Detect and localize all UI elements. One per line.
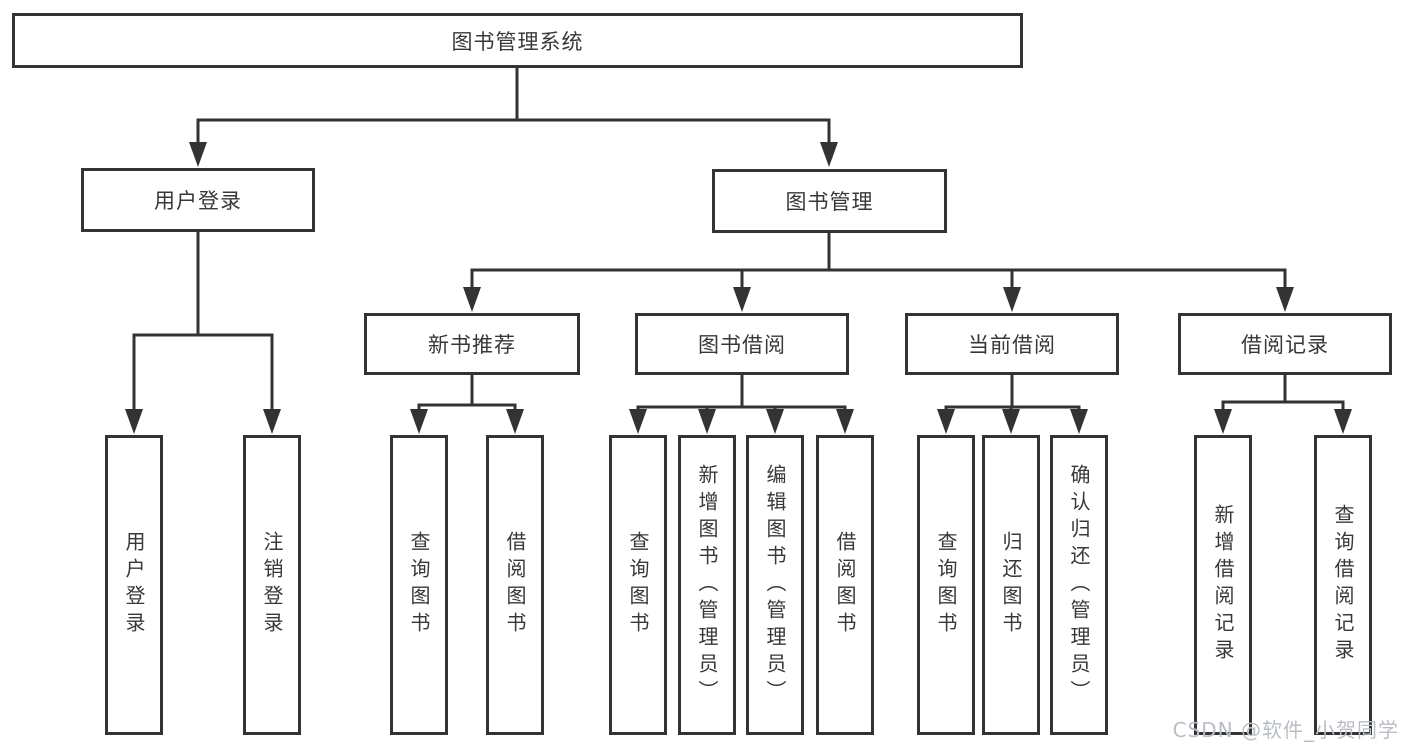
node-current-borrowing: 当前借阅 (905, 313, 1119, 375)
node-current-borrowing-label: 当前借阅 (968, 333, 1056, 357)
leaf-records-add-record-label: 新增借阅记录 (1211, 504, 1235, 666)
leaf-recommend-search-books: 查询图书 (390, 435, 448, 735)
node-book-borrowing-label: 图书借阅 (698, 333, 786, 357)
leaf-user-login: 用户登录 (105, 435, 163, 735)
node-user-login-label: 用户登录 (154, 189, 242, 213)
leaf-current-return-books-label: 归还图书 (999, 531, 1023, 639)
node-book-management: 图书管理 (712, 169, 947, 233)
leaf-borrow-search-books: 查询图书 (609, 435, 667, 735)
node-library-system-label: 图书管理系统 (451, 29, 584, 54)
leaf-borrow-add-books-admin-label: 新增图书（管理员） (695, 463, 719, 707)
node-borrowing-records: 借阅记录 (1178, 313, 1392, 375)
leaf-logout-login: 注销登录 (243, 435, 301, 735)
node-library-system: 图书管理系统 (12, 13, 1023, 68)
leaf-borrow-search-books-label: 查询图书 (626, 531, 650, 639)
node-new-book-recommendation: 新书推荐 (364, 313, 580, 375)
leaf-current-confirm-return-admin-label: 确认归还（管理员） (1067, 463, 1091, 707)
node-borrowing-records-label: 借阅记录 (1241, 333, 1329, 357)
csdn-watermark: CSDN @软件_小贺同学 (1172, 718, 1399, 742)
node-user-login: 用户登录 (81, 168, 315, 232)
node-book-borrowing: 图书借阅 (635, 313, 849, 375)
leaf-current-return-books: 归还图书 (982, 435, 1040, 735)
leaf-records-search-record-label: 查询借阅记录 (1331, 504, 1355, 666)
leaf-records-search-record: 查询借阅记录 (1314, 435, 1372, 735)
node-new-book-recommendation-label: 新书推荐 (428, 333, 516, 357)
leaf-borrow-borrow-books-label: 借阅图书 (833, 531, 857, 639)
leaf-borrow-add-books-admin: 新增图书（管理员） (678, 435, 736, 735)
leaf-current-search-books: 查询图书 (917, 435, 975, 735)
leaf-borrow-edit-books-admin-label: 编辑图书（管理员） (763, 463, 787, 707)
leaf-current-confirm-return-admin: 确认归还（管理员） (1050, 435, 1108, 735)
leaf-borrow-borrow-books: 借阅图书 (816, 435, 874, 735)
leaf-recommend-search-books-label: 查询图书 (407, 531, 431, 639)
node-book-management-label: 图书管理 (785, 190, 874, 214)
leaf-user-login-label: 用户登录 (122, 531, 146, 639)
leaf-recommend-borrow-books: 借阅图书 (486, 435, 544, 735)
leaf-logout-login-label: 注销登录 (260, 531, 284, 639)
leaf-current-search-books-label: 查询图书 (934, 531, 958, 639)
leaf-recommend-borrow-books-label: 借阅图书 (503, 531, 527, 639)
leaf-records-add-record: 新增借阅记录 (1194, 435, 1252, 735)
leaf-borrow-edit-books-admin: 编辑图书（管理员） (746, 435, 804, 735)
